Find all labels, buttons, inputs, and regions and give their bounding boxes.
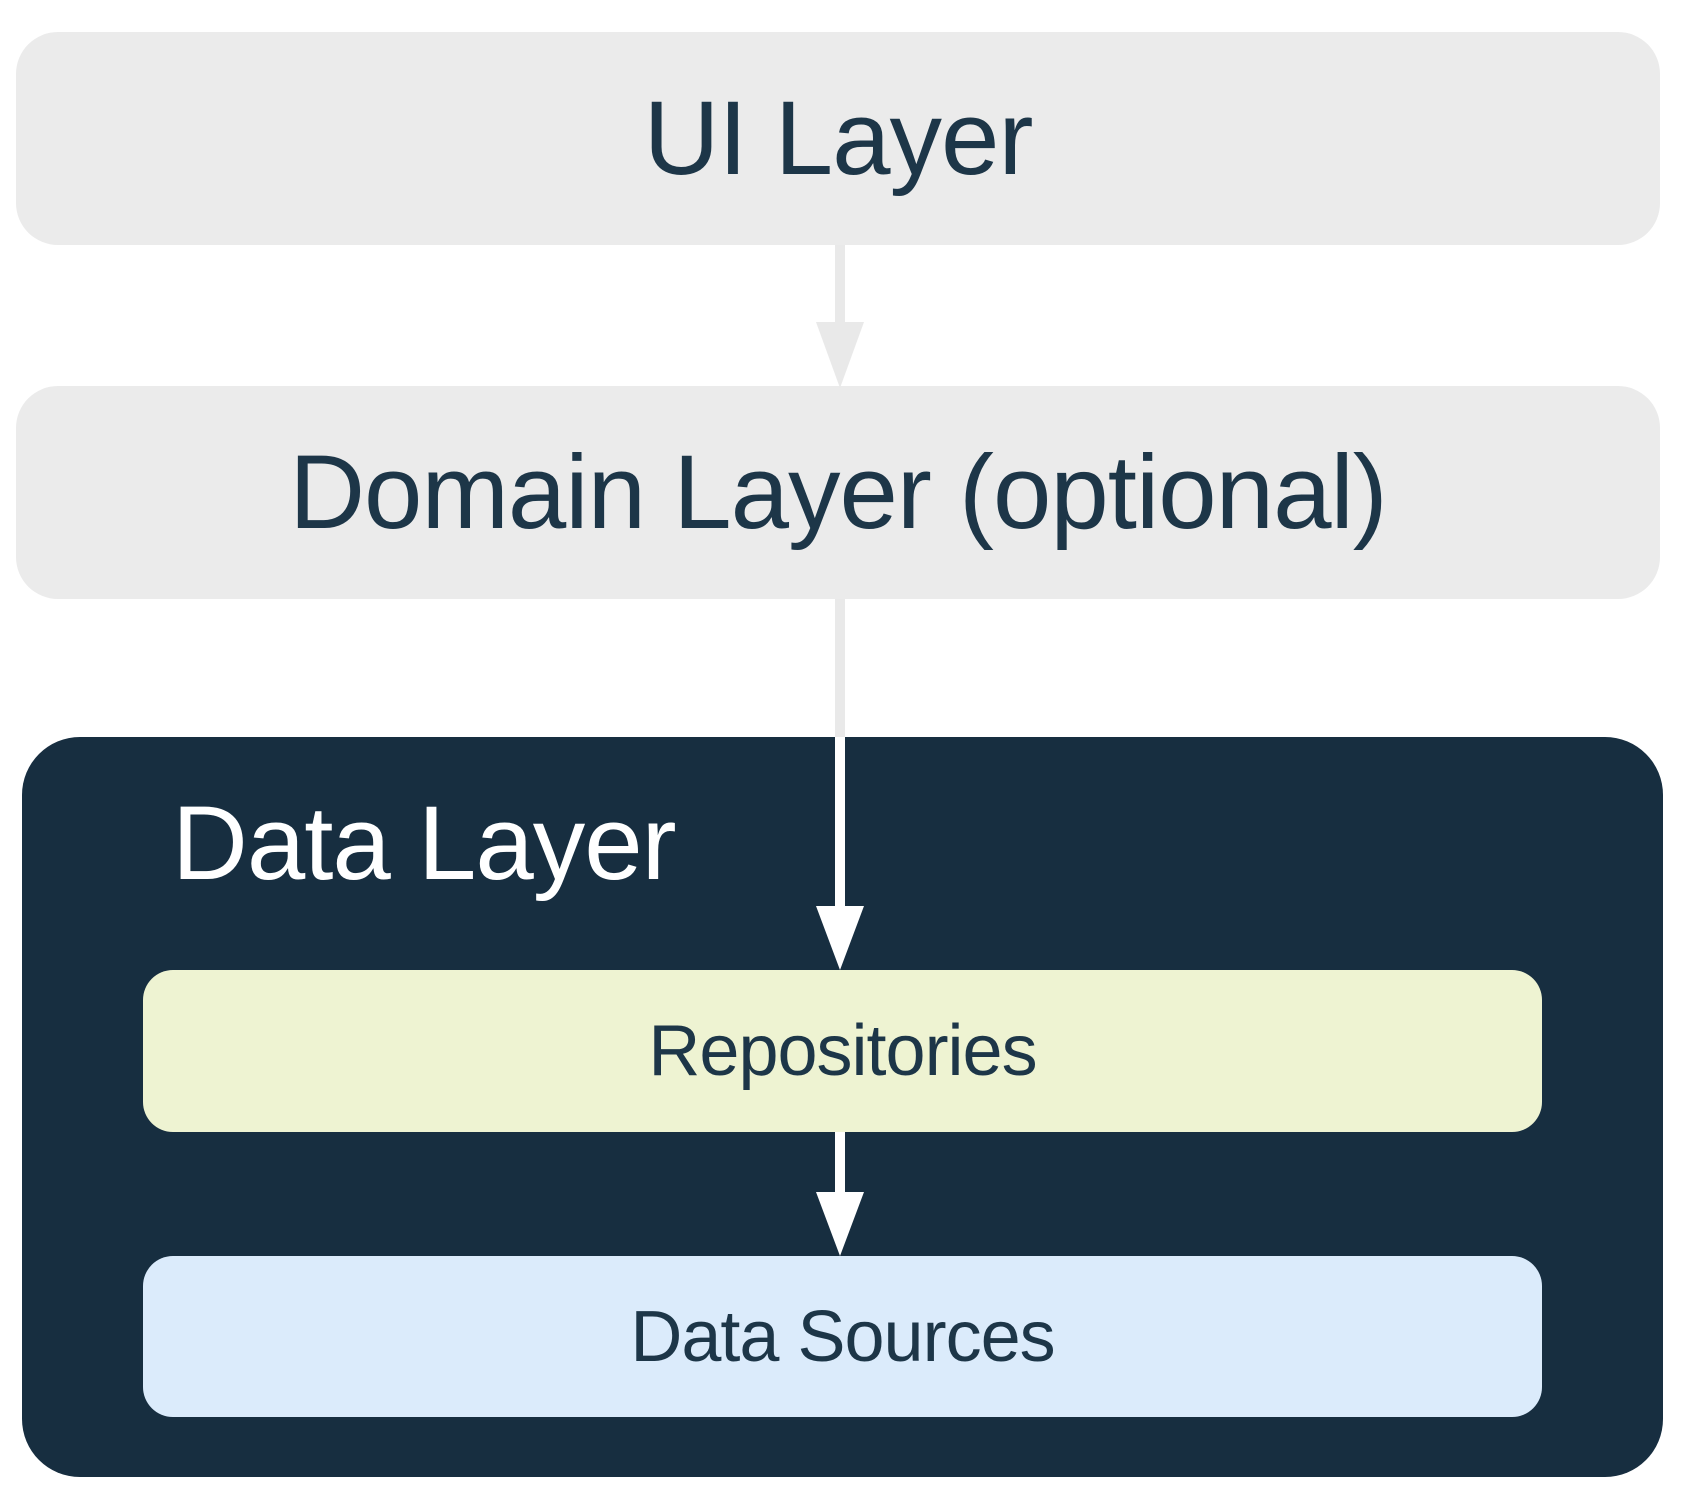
node-ui-layer: UI Layer — [16, 32, 1660, 245]
node-domain-layer: Domain Layer (optional) — [16, 386, 1660, 599]
node-data-sources: Data Sources — [143, 1256, 1542, 1417]
node-repositories: Repositories — [143, 970, 1542, 1132]
arrow-ui-to-domain-line — [835, 245, 845, 325]
arrow-ui-to-domain-head-icon — [816, 322, 864, 388]
node-domain-layer-label: Domain Layer (optional) — [289, 434, 1388, 551]
node-data-sources-label: Data Sources — [630, 1296, 1055, 1377]
node-repositories-label: Repositories — [648, 1011, 1037, 1091]
arrow-ui-to-domain — [816, 245, 864, 388]
data-layer-title-wrap: Data Layer — [172, 737, 677, 949]
node-data-layer: Data Layer Repositories Data Sources — [22, 737, 1663, 1477]
node-ui-layer-label: UI Layer — [643, 80, 1034, 197]
arrow-domain-line-gray-segment — [835, 599, 845, 738]
node-data-layer-label: Data Layer — [172, 784, 677, 902]
